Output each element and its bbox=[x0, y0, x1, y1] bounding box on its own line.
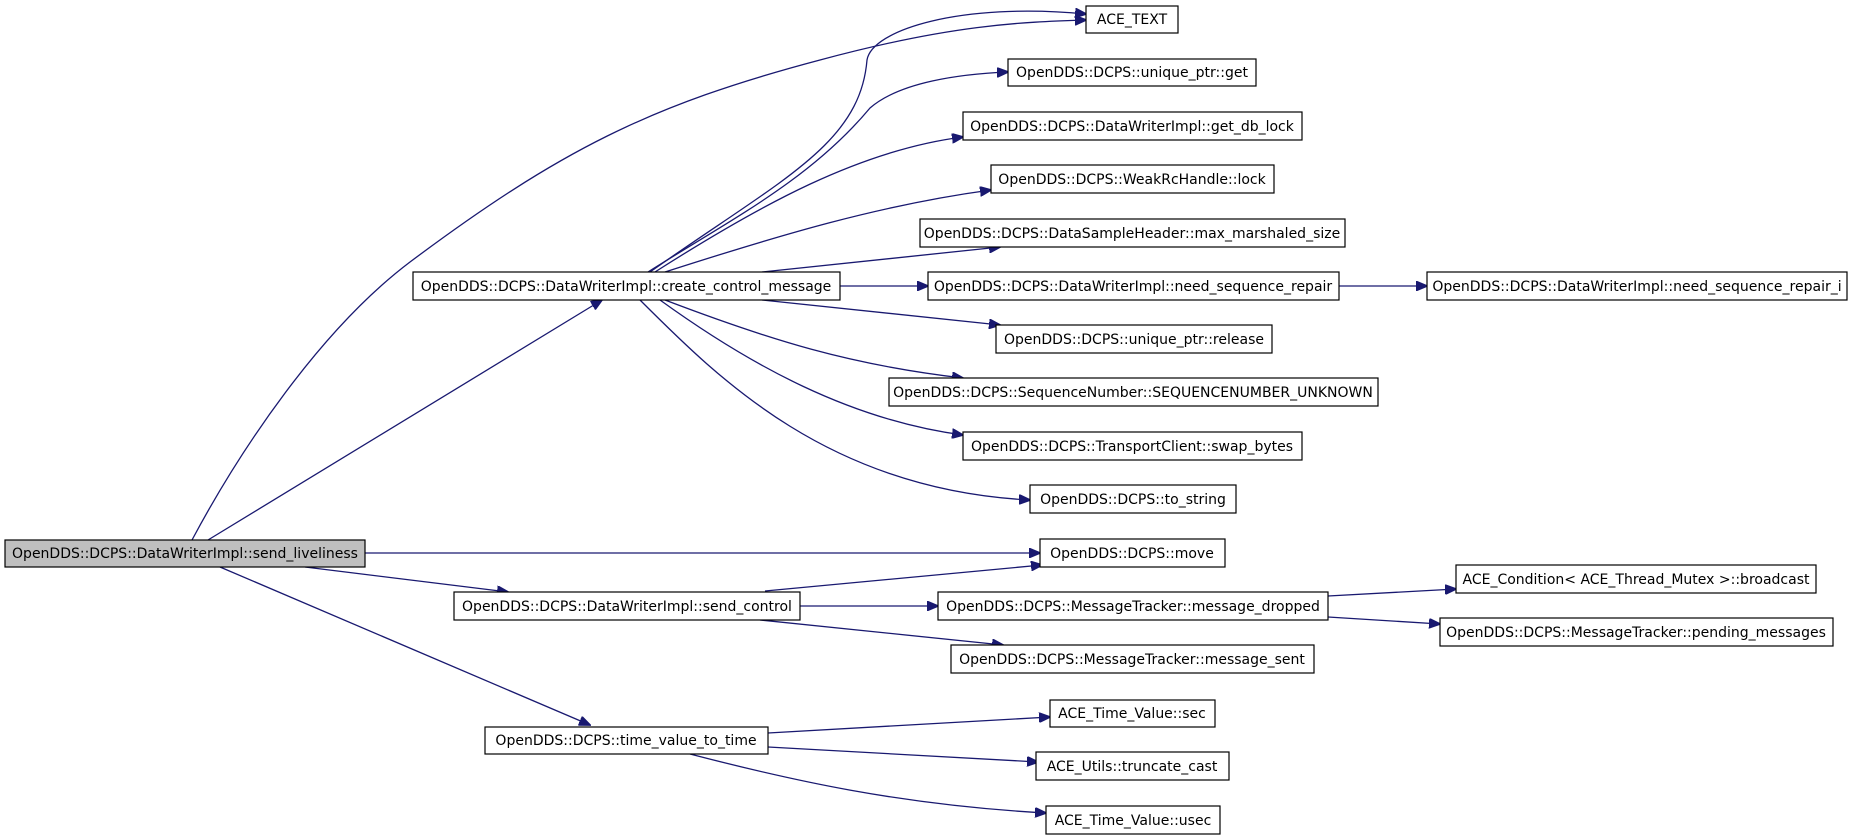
edge-send-liveliness-to-create-control-message bbox=[207, 300, 602, 541]
node-move[interactable]: OpenDDS::DCPS::move bbox=[1039, 538, 1226, 568]
node-to-string[interactable]: OpenDDS::DCPS::to_string bbox=[1029, 484, 1237, 514]
node-broadcast[interactable]: ACE_Condition< ACE_Thread_Mutex >::broad… bbox=[1455, 564, 1817, 594]
edge-send-control-to-message-sent bbox=[759, 619, 1003, 645]
node-tv-sec[interactable]: ACE_Time_Value::sec bbox=[1049, 699, 1216, 728]
node-label: OpenDDS::DCPS::to_string bbox=[1040, 492, 1226, 508]
edge-time-value-to-time-to-usec bbox=[689, 753, 1046, 813]
node-unique-ptr-release[interactable]: OpenDDS::DCPS::unique_ptr::release bbox=[995, 324, 1273, 354]
edge-create-control-message-to-max-marshaled-size bbox=[761, 247, 1000, 273]
node-unique-ptr-get[interactable]: OpenDDS::DCPS::unique_ptr::get bbox=[1007, 58, 1257, 87]
edge-create-control-message-to-sequencenumber-unknown bbox=[664, 299, 963, 378]
node-send-control[interactable]: OpenDDS::DCPS::DataWriterImpl::send_cont… bbox=[453, 591, 801, 621]
node-get-db-lock[interactable]: OpenDDS::DCPS::DataWriterImpl::get_db_lo… bbox=[962, 111, 1303, 141]
node-label: ACE_Time_Value::usec bbox=[1055, 813, 1212, 829]
node-label: ACE_TEXT bbox=[1097, 12, 1168, 28]
edge-send-liveliness-to-ace-text bbox=[191, 20, 1086, 541]
edge-create-control-message-to-swap-bytes bbox=[659, 299, 963, 435]
node-label: OpenDDS::DCPS::MessageTracker::message_s… bbox=[959, 652, 1305, 668]
node-label: OpenDDS::DCPS::DataWriterImpl::need_sequ… bbox=[934, 279, 1333, 295]
node-label: OpenDDS::DCPS::TransportClient::swap_byt… bbox=[971, 439, 1293, 455]
node-message-sent[interactable]: OpenDDS::DCPS::MessageTracker::message_s… bbox=[950, 644, 1315, 674]
node-label: OpenDDS::DCPS::DataWriterImpl::send_cont… bbox=[462, 599, 792, 615]
node-tv-usec[interactable]: ACE_Time_Value::usec bbox=[1045, 805, 1221, 835]
node-swap-bytes[interactable]: OpenDDS::DCPS::TransportClient::swap_byt… bbox=[962, 431, 1303, 461]
edge-create-control-message-to-to-string bbox=[639, 299, 1030, 500]
node-ace-text[interactable]: ACE_TEXT bbox=[1085, 5, 1179, 34]
edge-send-liveliness-to-send-control bbox=[304, 566, 508, 592]
edge-create-control-message-to-unique-ptr-get bbox=[647, 72, 1008, 273]
edge-send-control-to-move bbox=[764, 565, 1042, 592]
edge-create-control-message-to-weakrchandle-lock bbox=[664, 190, 991, 273]
node-label: ACE_Condition< ACE_Thread_Mutex >::broad… bbox=[1463, 572, 1810, 588]
node-weakrchandle-lock[interactable]: OpenDDS::DCPS::WeakRcHandle::lock bbox=[990, 164, 1275, 194]
edge-create-control-message-to-ace-text bbox=[649, 11, 1086, 273]
node-label: OpenDDS::DCPS::MessageTracker::pending_m… bbox=[1446, 625, 1826, 641]
edge-create-control-message-to-unique-ptr-release bbox=[761, 299, 1000, 325]
node-label: OpenDDS::DCPS::DataWriterImpl::create_co… bbox=[421, 279, 832, 295]
node-label: OpenDDS::DCPS::move bbox=[1050, 546, 1214, 562]
node-label: OpenDDS::DCPS::WeakRcHandle::lock bbox=[998, 172, 1266, 188]
node-need-sequence-repair[interactable]: OpenDDS::DCPS::DataWriterImpl::need_sequ… bbox=[927, 271, 1340, 301]
node-need-sequence-repair-i[interactable]: OpenDDS::DCPS::DataWriterImpl::need_sequ… bbox=[1426, 271, 1848, 301]
edge-create-control-message-to-get-db-lock bbox=[654, 137, 963, 273]
edge-send-liveliness-to-time-value-to-time bbox=[219, 566, 590, 725]
node-label: OpenDDS::DCPS::DataWriterImpl::get_db_lo… bbox=[970, 119, 1295, 135]
node-label: OpenDDS::DCPS::time_value_to_time bbox=[495, 733, 756, 749]
node-truncate-cast[interactable]: ACE_Utils::truncate_cast bbox=[1035, 751, 1230, 781]
edge-time-value-to-time-to-sec bbox=[767, 717, 1050, 734]
nodes: OpenDDS::DCPS::DataWriterImpl::send_live… bbox=[4, 5, 1848, 835]
node-label: OpenDDS::DCPS::DataWriterImpl::send_live… bbox=[12, 546, 358, 562]
node-label: OpenDDS::DCPS::SequenceNumber::SEQUENCEN… bbox=[893, 385, 1373, 401]
node-label: OpenDDS::DCPS::unique_ptr::release bbox=[1004, 332, 1264, 348]
edge-time-value-to-time-to-truncate-cast bbox=[767, 746, 1038, 762]
node-max-marshaled-size[interactable]: OpenDDS::DCPS::DataSampleHeader::max_mar… bbox=[919, 218, 1346, 248]
node-message-dropped[interactable]: OpenDDS::DCPS::MessageTracker::message_d… bbox=[937, 591, 1329, 621]
node-label: ACE_Utils::truncate_cast bbox=[1047, 759, 1218, 775]
edges bbox=[191, 11, 1456, 813]
node-label: ACE_Time_Value::sec bbox=[1058, 706, 1206, 722]
node-create-control-message[interactable]: OpenDDS::DCPS::DataWriterImpl::create_co… bbox=[412, 271, 841, 301]
node-sequencenumber-unknown[interactable]: OpenDDS::DCPS::SequenceNumber::SEQUENCEN… bbox=[888, 377, 1379, 407]
node-label: OpenDDS::DCPS::MessageTracker::message_d… bbox=[946, 599, 1320, 615]
node-label: OpenDDS::DCPS::DataWriterImpl::need_sequ… bbox=[1432, 279, 1841, 295]
node-label: OpenDDS::DCPS::unique_ptr::get bbox=[1016, 65, 1248, 81]
node-time-value-to-time[interactable]: OpenDDS::DCPS::time_value_to_time bbox=[484, 726, 769, 755]
node-send-liveliness[interactable]: OpenDDS::DCPS::DataWriterImpl::send_live… bbox=[4, 539, 366, 568]
edge-message-dropped-to-broadcast bbox=[1327, 589, 1456, 597]
edge-message-dropped-to-pending-messages bbox=[1327, 616, 1440, 624]
node-label: OpenDDS::DCPS::DataSampleHeader::max_mar… bbox=[924, 226, 1340, 242]
node-pending-messages[interactable]: OpenDDS::DCPS::MessageTracker::pending_m… bbox=[1439, 617, 1834, 647]
